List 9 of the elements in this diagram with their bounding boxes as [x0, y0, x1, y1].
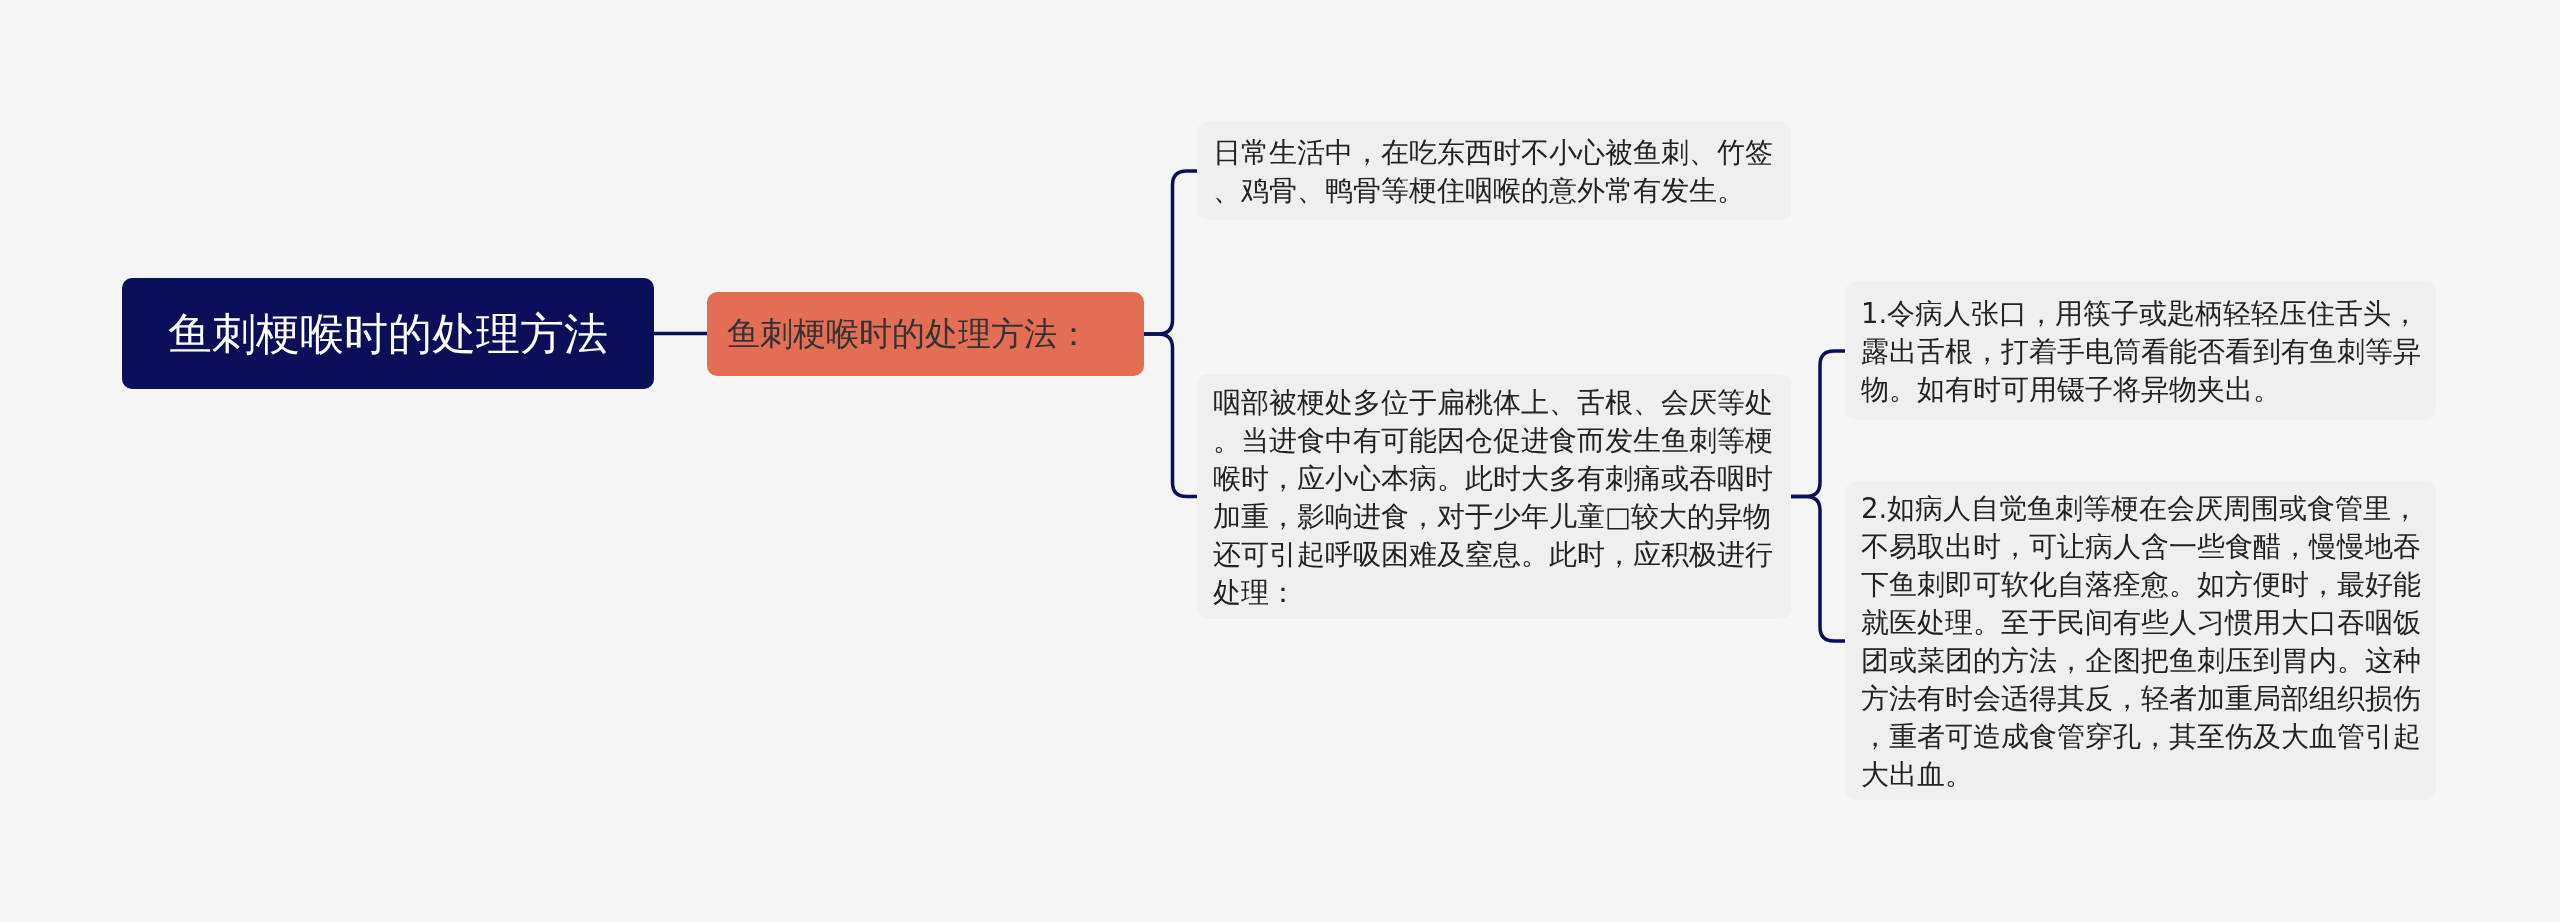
text-box: 咽部被梗处多位于扁桃体上、舌根、会厌等处。当进食中有可能因仓促进食而发生鱼刺等梗喉时，应小心本病。此时大多有刺痛或吞咽时加重，影响进食，对于少年儿童□较大的异物还可引起呼吸困难及窒息。此时，应积极进行处理：	[1197, 374, 1791, 619]
text-box: 日常生活中，在吃东西时不小心被鱼刺、竹签、鸡骨、鸭骨等梗住咽喉的意外常有发生。	[1197, 122, 1791, 220]
root-topic-box: 鱼刺梗喉时的处理方法	[122, 278, 654, 389]
connector-line	[1791, 494, 1845, 643]
connector-line	[1144, 332, 1197, 499]
connector-line	[654, 331, 707, 336]
text-box: 2.如病人自觉鱼刺等梗在会厌周围或食管里，不易取出时，可让病人含一些食醋，慢慢地吞下鱼刺即可软化自落痊愈。如方便时，最好能就医处理。至于民间有些人习惯用大口吞咽饭团或菜团的方法，企图把鱼刺压到胃内。这种方法有时会适得其反，轻者加重局部组织损伤，重者可造成食管穿孔，其至伤及大血管引起大出血。	[1845, 482, 2436, 800]
text-box: 1.令病人张口，用筷子或匙柄轻轻压住舌头，露出舌根，打着手电筒看能否看到有鱼刺等异物。如有时可用镊子将异物夹出。	[1845, 282, 2436, 420]
topic-box: 鱼刺梗喉时的处理方法：	[707, 292, 1144, 376]
